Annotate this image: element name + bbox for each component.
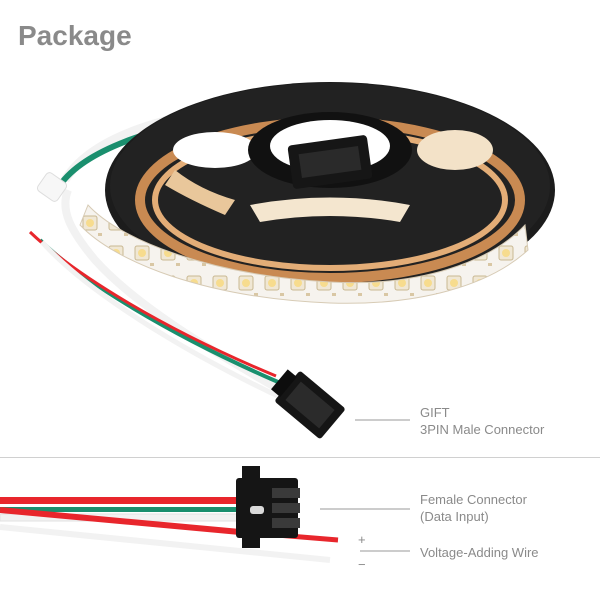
reel-window <box>250 197 410 222</box>
data-input-label: (Data Input) <box>420 509 489 524</box>
plus-sign: + <box>358 532 366 547</box>
page-title: Package <box>18 20 132 51</box>
voltage-wire-label: Voltage-Adding Wire <box>420 545 539 560</box>
gift-label: GIFT <box>420 405 450 420</box>
gift-connector-label: 3PIN Male Connector <box>420 422 545 437</box>
minus-sign: − <box>358 557 366 572</box>
reel-window <box>173 132 257 168</box>
voltage-wire-red <box>0 507 241 535</box>
section-divider <box>0 457 600 458</box>
led-strip <box>79 204 529 304</box>
voltage-wire-white <box>0 524 331 563</box>
female-connector-label: Female Connector <box>420 492 527 507</box>
reel-window <box>417 130 493 170</box>
bottom-wire-green <box>0 507 240 512</box>
male-connector <box>271 369 345 439</box>
female-connector <box>236 466 300 548</box>
wire-sleeve <box>36 172 68 202</box>
bottom-wire-red <box>0 497 240 504</box>
